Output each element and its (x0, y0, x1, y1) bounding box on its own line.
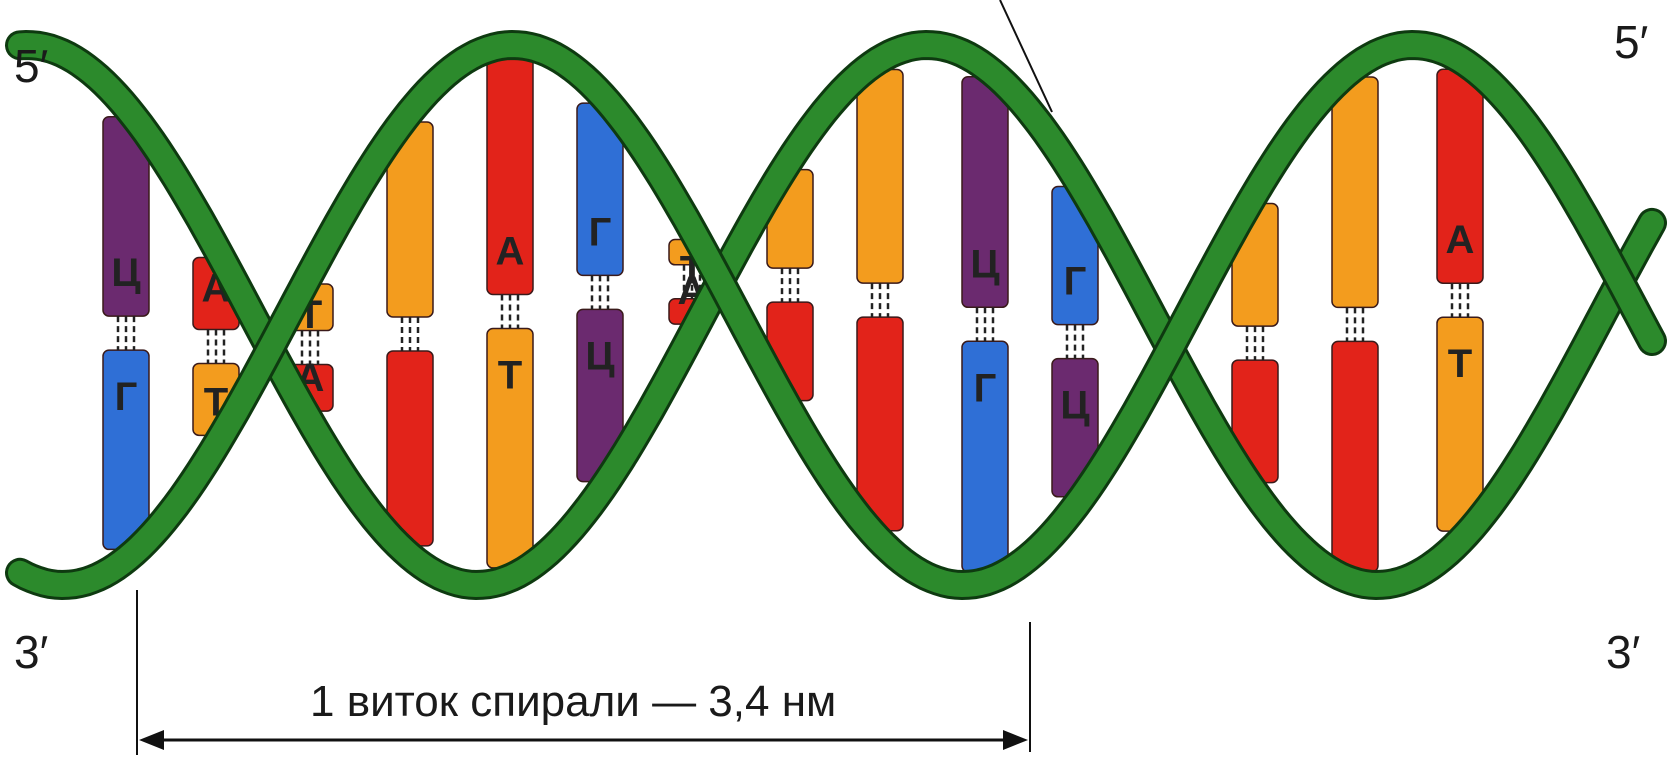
measure-arrowhead-left (139, 730, 164, 750)
base-pair-3 (387, 122, 433, 546)
base-letter-bottom: Т (1448, 342, 1472, 386)
label-5prime-left: 5′ (14, 40, 48, 92)
base-top (1332, 77, 1378, 307)
measure-arrowhead-right (1003, 730, 1028, 750)
base-letter-top: Г (1064, 260, 1087, 304)
turn-caption: 1 виток спирали — 3,4 нм (310, 677, 836, 726)
base-top (857, 70, 903, 284)
base-pair-8 (857, 70, 903, 531)
base-letter-top: А (496, 230, 525, 274)
base-pair-9: ЦГ (962, 77, 1008, 572)
base-pair-14: АТ (1437, 69, 1483, 531)
base-letter-bottom: Г (974, 366, 997, 410)
base-letter-bottom: Ц (585, 334, 614, 378)
turn-measurement: 1 виток спирали — 3,4 нм (137, 590, 1030, 755)
base-letter-top: Ц (111, 251, 140, 295)
base-bottom (1332, 341, 1378, 571)
backbone-strands (20, 45, 1652, 585)
base-letter-top: Ц (970, 242, 999, 286)
base-pair-5: ГЦ (577, 103, 623, 482)
base-letter-bottom: Ц (1060, 384, 1089, 428)
base-pair-4: АТ (487, 55, 533, 568)
base-letter-bottom: Т (498, 354, 522, 398)
base-letter-top: А (1446, 218, 1475, 262)
base-pair-0: ЦГ (103, 117, 149, 550)
label-3prime-left: 3′ (14, 626, 48, 678)
base-letter-top: Г (589, 210, 612, 254)
base-bottom (387, 351, 433, 546)
base-letter-bottom: Г (115, 375, 138, 419)
base-pair-13 (1332, 77, 1378, 572)
label-3prime-right: 3′ (1606, 626, 1640, 678)
label-5prime-right: 5′ (1614, 16, 1648, 68)
